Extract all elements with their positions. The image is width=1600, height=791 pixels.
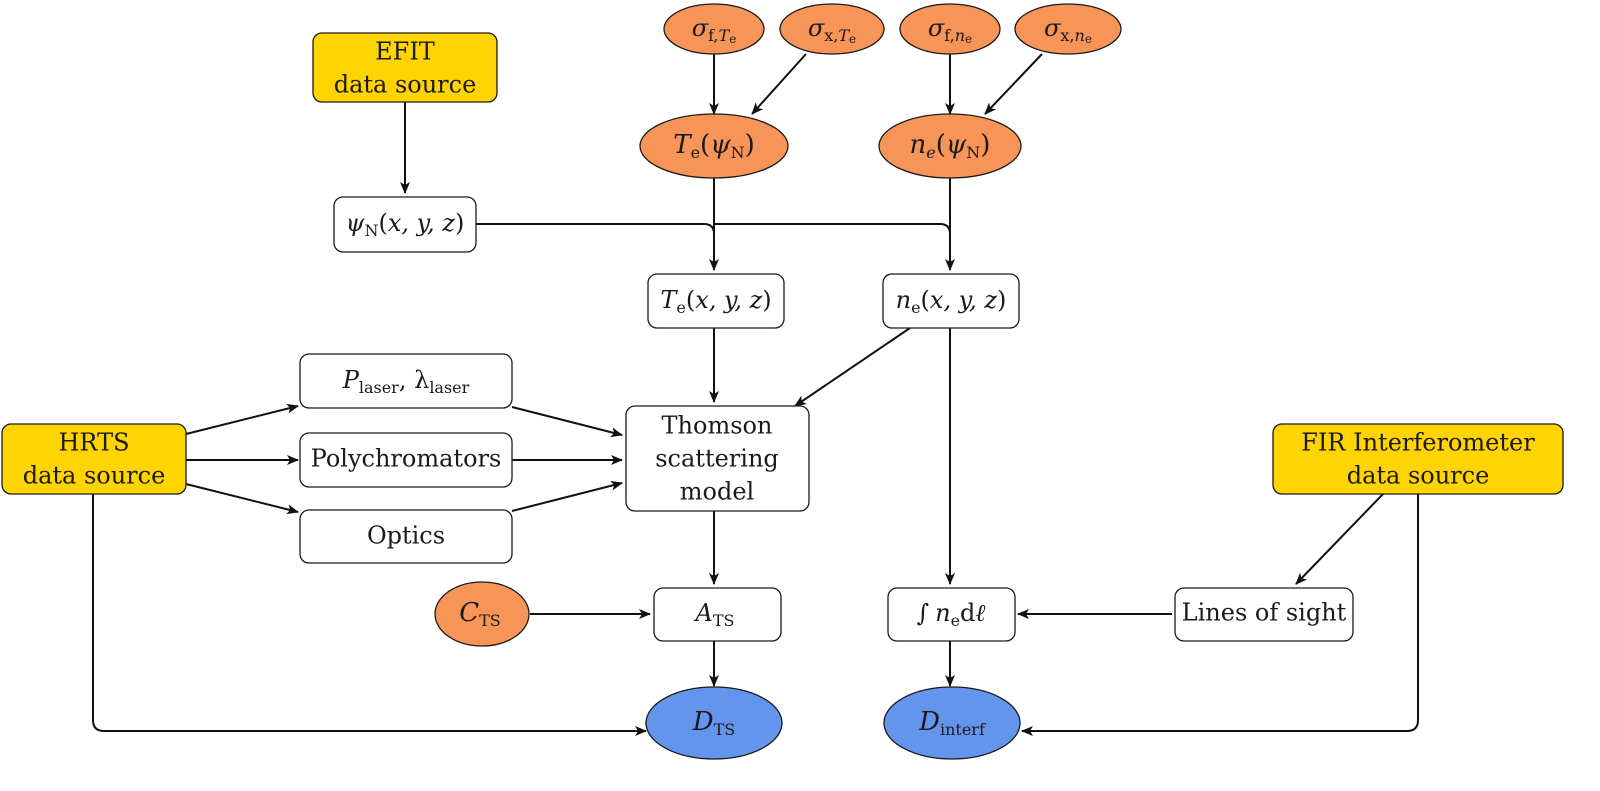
sigma-x-te-node: σx,Te [779,3,885,55]
efit-data-source: EFIT data source [312,32,498,103]
svg-text:σx,ne: σx,ne [1044,14,1092,46]
fir-interferometer-data-source: FIR Interferometer data source [1272,423,1564,495]
edges [92,53,1419,736]
edge-hrts-to-laser [185,403,299,435]
edge-fir-to-d-interf [1021,494,1419,736]
d-ts-node: DTS [645,686,783,760]
svg-text:ATS: ATS [694,599,735,630]
d-interf-node: Dinterf [883,686,1021,760]
c-ts-node: CTS [434,581,530,647]
thomson-scattering-model-node: Thomson scattering model [625,405,810,512]
edge-ne-xyz-to-thomson [794,327,911,407]
laser-node: Plaser, λlaser [299,353,513,409]
svg-text:Te(ψN): Te(ψN) [673,130,755,162]
svg-text:ψN(x, y, z): ψN(x, y, z) [346,209,465,240]
edge-fir-to-lines-of-sight [1295,493,1384,585]
ne-xyz-node: ne(x, y, z) [882,273,1020,329]
lines-of-sight-node: Lines of sight [1174,587,1354,642]
svg-text:scattering: scattering [655,445,779,473]
svg-text:DTS: DTS [692,707,736,739]
te-psi-node: Te(ψN) [639,113,789,179]
svg-text:σx,Te: σx,Te [808,14,856,46]
edge-laser-to-thomson [511,406,623,438]
optics-node: Optics [299,509,513,564]
polychromators-node: Polychromators [299,432,513,488]
svg-text:Te(x, y, z): Te(x, y, z) [660,286,771,317]
svg-text:CTS: CTS [459,598,501,630]
edge-sigma-x-te-to-te-psi [751,53,807,115]
psi-xyz-node: ψN(x, y, z) [333,196,477,253]
svg-text:Plaser, λlaser: Plaser, λlaser [342,366,470,397]
edge-psi-to-ne-xyz [714,223,951,235]
svg-text:ne(x, y, z): ne(x, y, z) [896,286,1007,317]
svg-text:EFIT: EFIT [375,38,435,66]
edge-optics-to-thomson [511,480,623,512]
svg-text:FIR Interferometer: FIR Interferometer [1301,429,1535,457]
te-xyz-node: Te(x, y, z) [647,273,785,329]
svg-text:Dinterf: Dinterf [918,707,986,739]
svg-text:data source: data source [23,462,166,490]
ne-psi-node: ne(ψN) [878,113,1022,179]
svg-text:Thomson: Thomson [662,412,773,440]
svg-text:ne(ψN): ne(ψN) [910,130,991,162]
svg-text:σf,ne: σf,ne [928,14,972,46]
svg-text:Optics: Optics [367,522,445,550]
hrts-data-source: HRTS data source [1,423,187,495]
a-ts-node: ATS [653,587,782,642]
svg-text:HRTS: HRTS [58,429,129,457]
edge-psi-to-te-xyz [476,223,715,235]
sigma-f-te-node: σf,Te [663,3,765,55]
line-integral-node: ∫nedℓ [887,587,1016,642]
svg-text:σf,Te: σf,Te [692,14,737,46]
sigma-f-ne-node: σf,ne [899,3,1001,55]
svg-text:∫nedℓ: ∫nedℓ [917,599,986,630]
edge-sigma-x-ne-to-ne-psi [984,53,1043,115]
sigma-x-ne-node: σx,ne [1014,3,1122,55]
svg-text:Lines of sight: Lines of sight [1182,599,1347,627]
svg-text:data source: data source [334,71,477,99]
svg-text:data source: data source [1347,462,1490,490]
edge-hrts-to-optics [185,483,299,515]
edge-hrts-to-d-ts [92,494,647,736]
svg-text:Polychromators: Polychromators [311,445,502,473]
svg-text:model: model [680,478,754,506]
